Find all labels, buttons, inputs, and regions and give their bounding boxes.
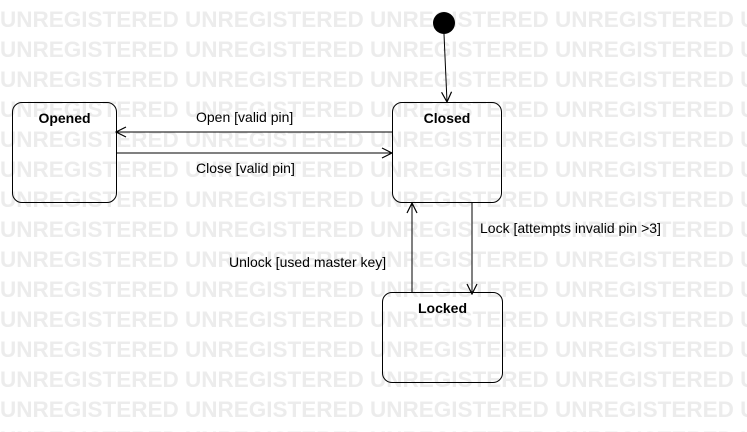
initial-transition-arrow (444, 33, 447, 102)
initial-node (433, 12, 455, 34)
state-opened-label: Opened (38, 110, 91, 126)
lock-transition-label: Lock [attempts invalid pin >3] (480, 220, 661, 236)
state-closed-label: Closed (423, 110, 471, 126)
state-locked[interactable]: Locked (382, 292, 503, 383)
state-locked-label: Locked (417, 300, 467, 316)
close-transition-label: Close [valid pin] (196, 160, 295, 176)
unlock-transition-label: Unlock [used master key] (229, 254, 387, 270)
open-transition-label: Open [valid pin] (196, 109, 294, 125)
